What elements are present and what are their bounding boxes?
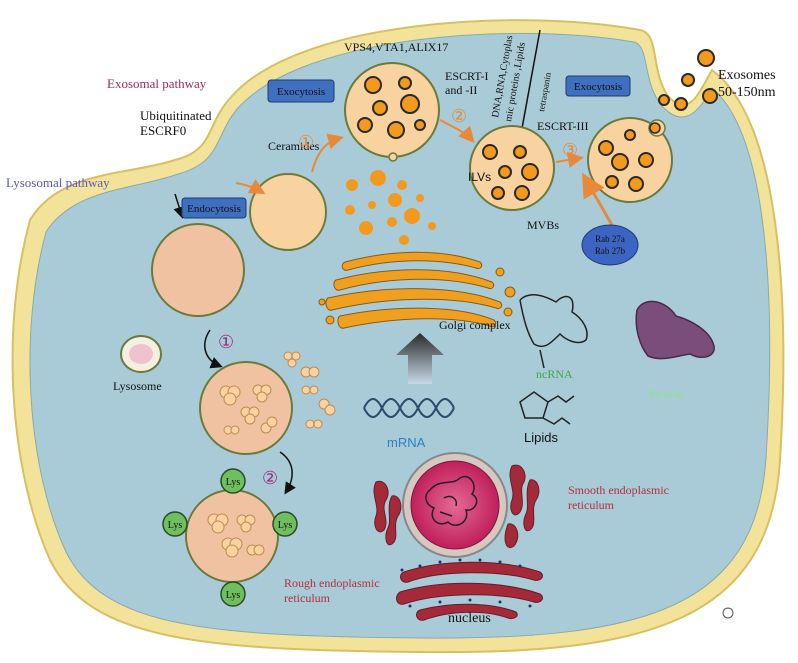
rab27b-label: Rab 27b bbox=[595, 246, 626, 256]
budding-vesicle bbox=[388, 152, 398, 162]
lysosomal-arrow-1 bbox=[204, 329, 223, 369]
lysosome-label: Lysosome bbox=[113, 379, 162, 393]
lys-label-bottom: Lys bbox=[226, 590, 241, 601]
translation-arrow bbox=[396, 333, 444, 384]
nucleus-label: nucleus bbox=[448, 611, 491, 626]
escrt-i-label: ESCRT-I bbox=[445, 69, 489, 83]
early-endosome bbox=[249, 173, 327, 251]
exosomal-pathway-label: Exosomal pathway bbox=[107, 76, 207, 91]
escrt-ii-label: and -II bbox=[445, 83, 477, 97]
exosomes-label: Exosomes bbox=[718, 68, 776, 83]
escrf0-label: ESCRF0 bbox=[140, 123, 186, 138]
ilv-cargo bbox=[482, 144, 539, 201]
protein-shape bbox=[635, 300, 715, 360]
lys-markers bbox=[162, 468, 298, 607]
golgi-complex bbox=[318, 251, 516, 329]
lysosomal-arrow-2 bbox=[279, 451, 296, 495]
smooth-er-label-1: Smooth endoplasmic bbox=[568, 483, 669, 497]
rab27a-label: Rab 27a bbox=[595, 234, 625, 244]
protein-label: Protein bbox=[649, 387, 684, 401]
fusing-exosome-core bbox=[649, 122, 661, 134]
rough-er bbox=[373, 480, 543, 621]
endocytosis-box bbox=[181, 197, 247, 219]
top-vesicle-cargo bbox=[357, 76, 426, 139]
endocytosis-to-endosome-arrow bbox=[235, 179, 266, 194]
mvb-cargo bbox=[598, 129, 654, 192]
mrna-helix bbox=[363, 398, 455, 418]
golgi-label: Golgi complex bbox=[439, 318, 511, 332]
lys-label-left: Lys bbox=[168, 520, 183, 531]
top-vesicle bbox=[344, 62, 440, 158]
smooth-er-label-2: reticulum bbox=[568, 498, 615, 512]
lys-label-right: Lys bbox=[278, 520, 293, 531]
exocytosis-right-label: Exocytosis bbox=[574, 81, 622, 93]
lipid-structure bbox=[519, 391, 575, 425]
endocytic-vesicle bbox=[151, 223, 245, 317]
lys-label-top: Lys bbox=[226, 477, 241, 488]
ilv-vesicle bbox=[469, 125, 555, 211]
ilv-to-mvb-arrow bbox=[555, 152, 584, 168]
mvbs-label: MVBs bbox=[527, 218, 559, 232]
exocytosis-left-label: Exocytosis bbox=[277, 86, 325, 98]
lipids-label: Lipids bbox=[524, 430, 558, 445]
vps-label: VPS4,VTA1,ALIX17 bbox=[344, 40, 448, 54]
top-to-ilv-arrow bbox=[439, 119, 475, 144]
step2-orange: ② bbox=[451, 106, 467, 126]
golgi-vesicles bbox=[345, 170, 436, 245]
ubiquitinated-label: Ubiquitinated bbox=[140, 108, 212, 123]
exocytosis-left-box bbox=[267, 79, 335, 103]
rough-er-label-1: Rough endoplasmic bbox=[284, 576, 380, 590]
step1-purple: ① bbox=[218, 332, 234, 352]
exocytosis-right-box bbox=[565, 75, 631, 97]
endocytosis-label: Endocytosis bbox=[187, 203, 241, 215]
endocytosis-arrow bbox=[173, 193, 185, 219]
chromatin bbox=[425, 475, 478, 526]
step3-orange: ③ bbox=[562, 140, 578, 160]
ncrna-strand bbox=[519, 293, 588, 369]
step1-orange: ① bbox=[298, 132, 314, 152]
autolysosome bbox=[185, 489, 279, 583]
lysosomal-pathway-label: Lysosomal pathway bbox=[6, 175, 110, 190]
nucleus-body bbox=[410, 460, 500, 550]
rough-er-label-2: reticulum bbox=[284, 591, 331, 605]
smooth-er bbox=[504, 464, 540, 548]
exosomes-size-label: 50-150nm bbox=[718, 85, 776, 100]
autolysosome-clusters bbox=[207, 513, 265, 558]
lysosome-inner bbox=[129, 344, 153, 364]
rab-arrow bbox=[582, 172, 614, 226]
ceramides-label: Ceramides bbox=[268, 139, 320, 153]
er-ribosomes bbox=[400, 558, 532, 608]
ncrna-label: ncRNA bbox=[536, 367, 573, 381]
rab-ellipse bbox=[581, 224, 639, 266]
ilvs-label: ILVs bbox=[468, 170, 491, 184]
mrna-helix-2 bbox=[363, 398, 455, 418]
exosomes-outside bbox=[658, 49, 718, 111]
escrt-iii-label: ESCRT-III bbox=[537, 119, 589, 133]
late-endosome-clusters bbox=[219, 351, 336, 435]
mrna-label: mRNA bbox=[387, 435, 426, 450]
endosome-to-mvb-arrow bbox=[311, 133, 344, 173]
step2-purple: ② bbox=[262, 468, 278, 488]
decorative-circle bbox=[722, 607, 734, 619]
